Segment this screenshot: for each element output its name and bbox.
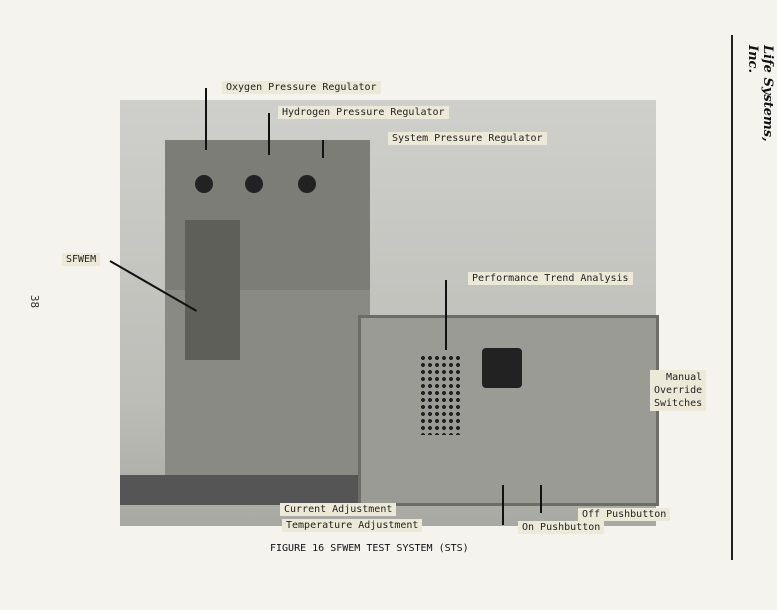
hydrogen-regulator-knob [245, 175, 263, 193]
label-on-pushbutton: On Pushbutton [518, 521, 605, 534]
label-performance-trend: Performance Trend Analysis [468, 272, 633, 285]
figure-caption: FIGURE 16 SFWEM TEST SYSTEM (STS) [270, 543, 469, 554]
trend-meter [482, 348, 522, 388]
oxygen-regulator-knob [195, 175, 213, 193]
label-off-pushbutton: Off Pushbutton [578, 508, 671, 521]
page-number: 38 [28, 294, 42, 309]
label-oxygen-regulator: Oxygen Pressure Regulator [222, 81, 381, 94]
base-frame [120, 475, 360, 505]
label-manual-override: Manual Override Switches [650, 370, 707, 411]
test-system-photo [120, 100, 659, 526]
label-hydrogen-regulator: Hydrogen Pressure Regulator [278, 106, 449, 119]
margin-rule [731, 35, 733, 560]
indicator-lights [420, 355, 460, 435]
company-header: Life Systems, Inc. [745, 45, 775, 142]
sfwem-module [185, 220, 240, 360]
label-current-adjustment: Current Adjustment [280, 503, 397, 516]
label-temperature-adjustment: Temperature Adjustment [282, 519, 423, 532]
label-sfwem: SFWEM [62, 253, 101, 266]
label-system-regulator: System Pressure Regulator [388, 132, 547, 145]
system-regulator-knob [298, 175, 316, 193]
control-console [358, 315, 659, 506]
